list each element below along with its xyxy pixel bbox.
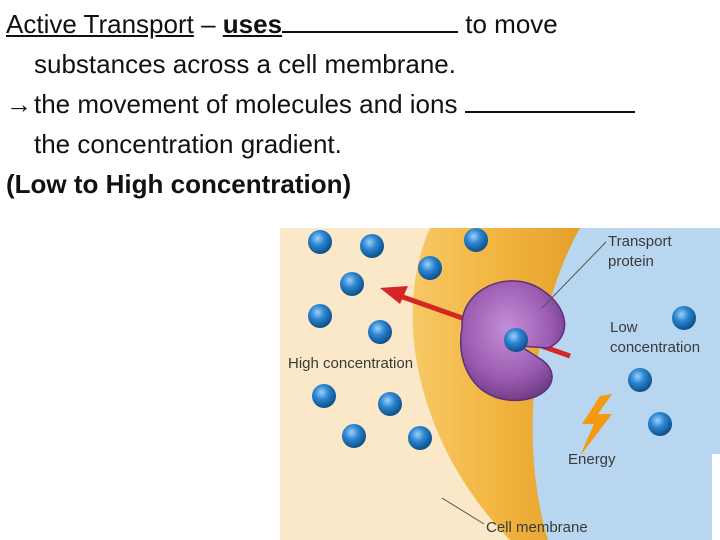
fill-in-blank-1 [288,9,459,33]
label-transport: Transport [608,233,672,250]
transport-protein [459,280,566,402]
molecule [342,424,366,448]
term-uses: uses [222,9,283,39]
molecule [308,304,332,328]
definition-line-1: Active Transport – uses to move [6,4,716,44]
active-transport-figure: Transport protein Low concentration High… [280,228,720,540]
energy-bolt-icon [580,394,612,456]
label-protein: protein [608,253,654,270]
molecule [628,368,652,392]
molecule [368,320,392,344]
label-low-concentration: concentration [610,339,700,356]
figure-svg: Transport protein Low concentration High… [280,228,720,540]
definition-line-5: (Low to High concentration) [6,169,352,199]
molecule [340,272,364,296]
molecule [648,412,672,436]
after-blank-text: to move [458,9,558,39]
fill-in-blank-2 [464,89,635,113]
label-low: Low [610,319,638,336]
blank-gap [282,9,289,33]
molecule [672,306,696,330]
right-arrow-icon: → [6,89,32,119]
leader-membrane [441,497,485,525]
molecule [418,256,442,280]
dash: – [193,9,223,39]
definition-line-4: the concentration gradient. [34,129,342,159]
molecule [464,228,488,252]
molecule [408,426,432,450]
molecules [308,228,696,450]
definition-line-2: substances across a cell membrane. [34,49,456,79]
leader-transport [541,241,607,309]
term-active-transport: Active Transport [6,9,194,39]
molecule [378,392,402,416]
transport-arrow-head [380,286,408,304]
molecule [312,384,336,408]
slide-text: Active Transport – uses to move substanc… [6,4,716,204]
edge-panel [712,454,720,540]
molecule [308,230,332,254]
label-cell-membrane: Cell membrane [486,519,588,536]
label-high-concentration: High concentration [288,355,413,372]
movement-text: the movement of molecules and ions [34,89,465,119]
inside-region [522,228,720,540]
label-energy: Energy [568,451,616,468]
molecule [360,234,384,258]
molecule-in-protein [504,328,528,352]
definition-line-3: →the movement of molecules and ions [6,84,716,124]
